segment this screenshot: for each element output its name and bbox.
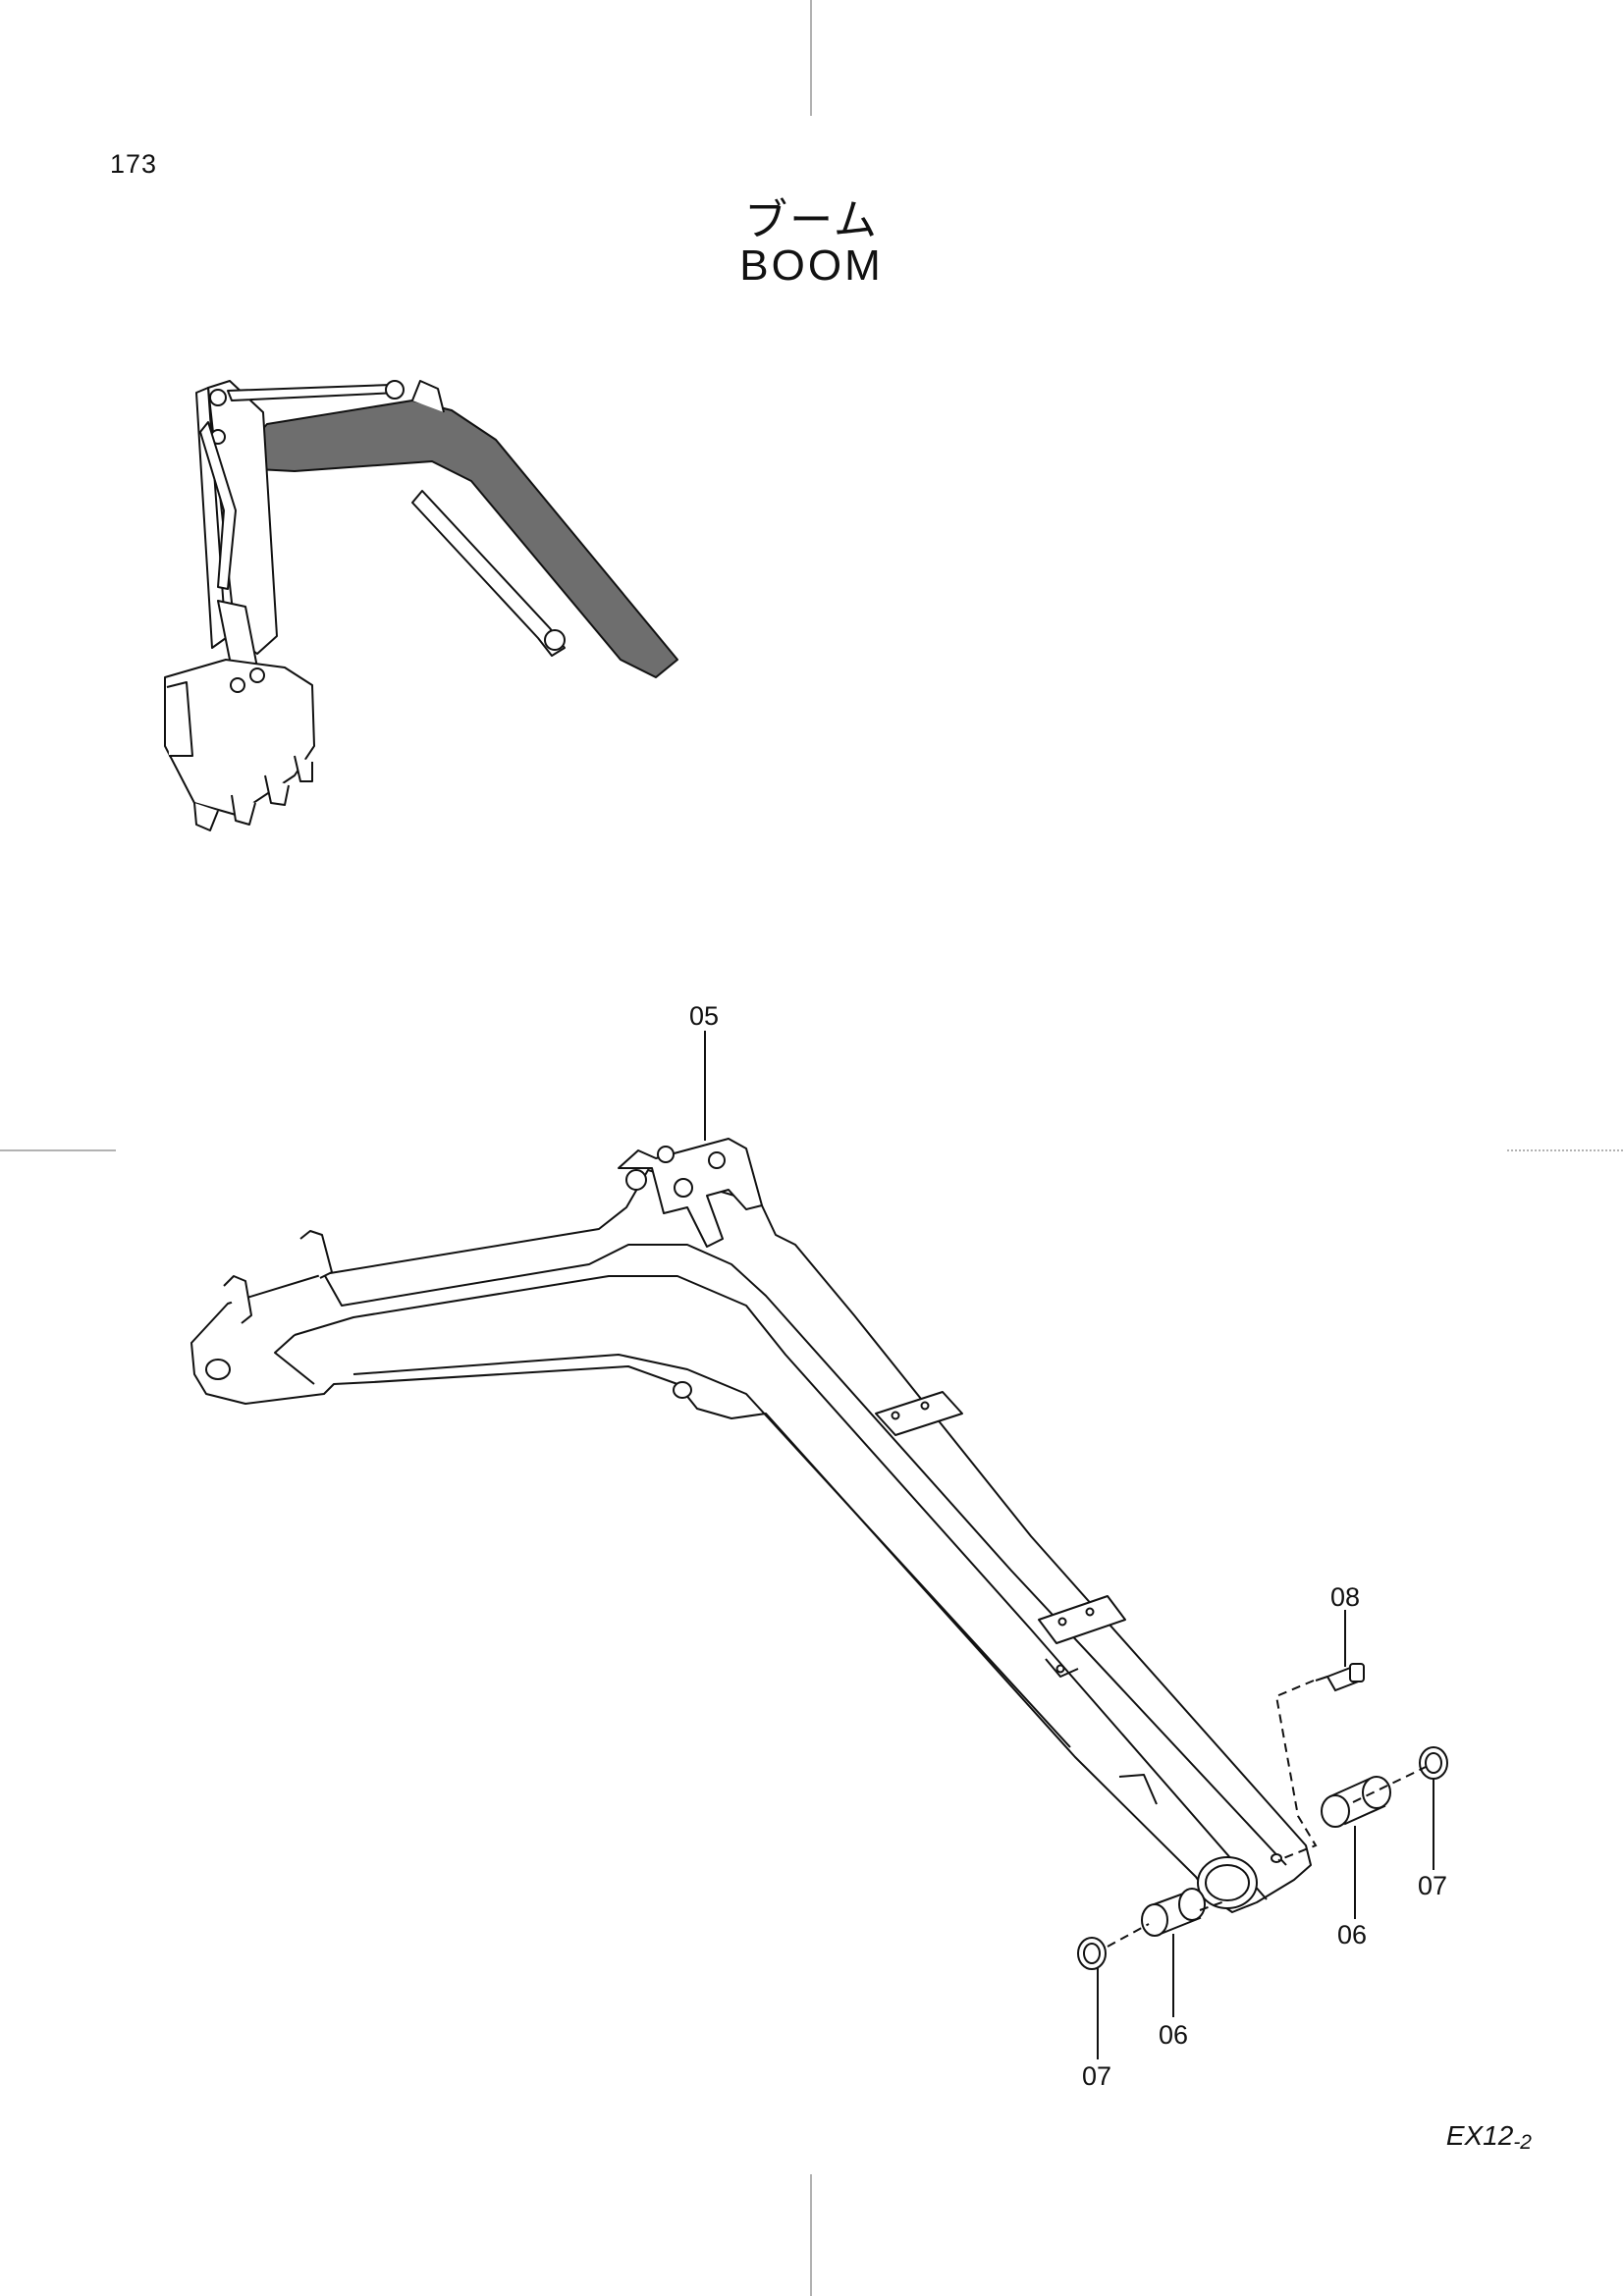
- seal-07-left: [1077, 1937, 1107, 1970]
- overview-thumbnail: [164, 380, 678, 831]
- callout-07: 07: [1082, 2061, 1111, 2091]
- callout-07: 07: [1418, 1871, 1447, 1900]
- boom-assembly: [190, 1138, 1312, 1913]
- small-parts: [1077, 1663, 1448, 1970]
- grease-fitting-08: [1315, 1663, 1365, 1692]
- page-title-english: BOOM: [739, 241, 884, 290]
- leader-lines: [704, 1031, 1434, 2059]
- boom-body: [190, 1169, 1312, 1913]
- page-number: 173: [110, 149, 158, 179]
- callout-08: 08: [1330, 1582, 1360, 1612]
- clamp-plate: [1038, 1595, 1126, 1644]
- callout-06: 06: [1337, 1920, 1367, 1949]
- callout-labels: 05 08 06 07 06 07: [689, 1001, 1447, 2091]
- assembly-lines: [1107, 1680, 1427, 1948]
- callout-05: 05: [689, 1001, 719, 1031]
- clamp-plate: [875, 1391, 963, 1436]
- page-title-japanese: ブーム: [744, 195, 879, 245]
- seal-07-right: [1419, 1746, 1448, 1780]
- model-code-suffix: -2: [1513, 2131, 1532, 2154]
- model-code: EX12-2: [1445, 2120, 1532, 2154]
- bushing-06-left: [1141, 1888, 1206, 1937]
- bushing-06-right: [1321, 1776, 1391, 1828]
- callout-06: 06: [1159, 2020, 1188, 2050]
- model-code-main: EX12: [1445, 2120, 1514, 2151]
